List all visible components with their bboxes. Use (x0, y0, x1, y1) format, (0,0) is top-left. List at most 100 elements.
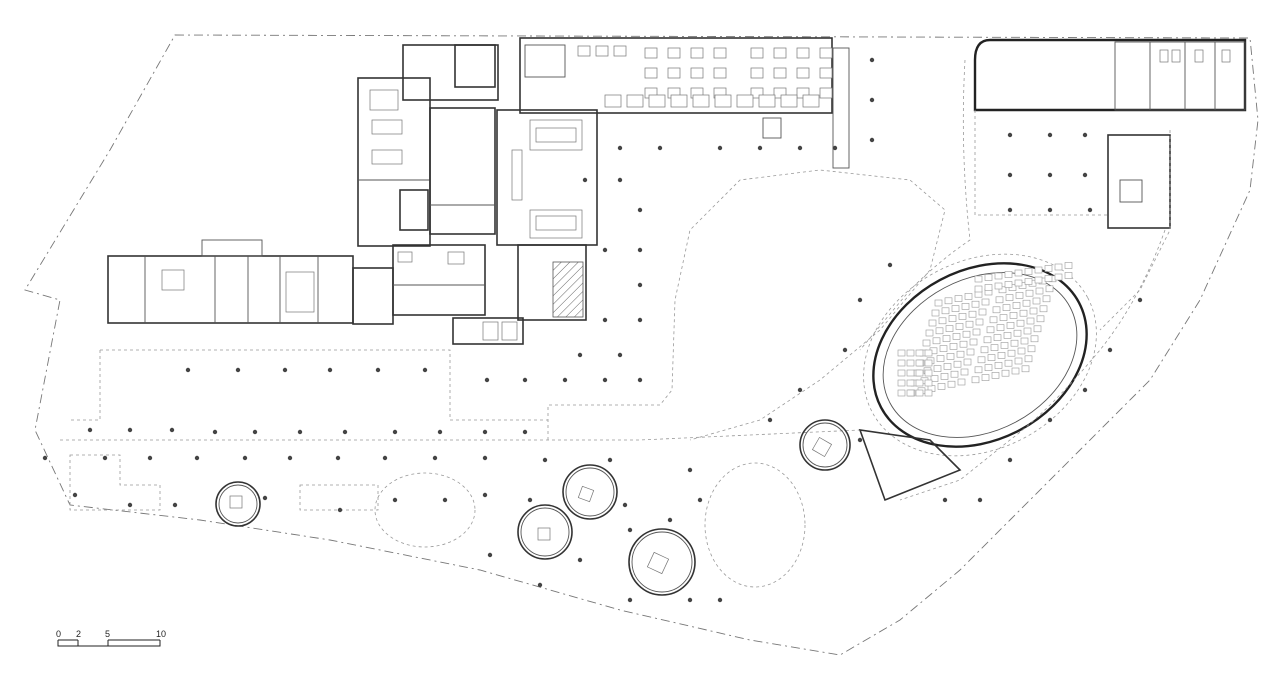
column (869, 57, 875, 63)
column (977, 497, 983, 503)
auditorium-seat (938, 317, 947, 325)
auditorium-seat (915, 369, 924, 377)
auditorium-seat (997, 352, 1006, 359)
column (1047, 207, 1053, 213)
auditorium-seat (1010, 339, 1019, 347)
auditorium-seat (931, 309, 940, 317)
auditorium-seat (1024, 278, 1033, 285)
auditorium-seat (957, 378, 966, 386)
auditorium-seat (1017, 347, 1026, 355)
column (194, 455, 200, 461)
column (687, 467, 693, 473)
dining-table (613, 45, 627, 57)
column (487, 552, 493, 558)
auditorium-seat (984, 274, 993, 281)
auditorium-seat (999, 314, 1008, 321)
auditorium-seat (944, 297, 953, 305)
auditorium-seat (963, 358, 972, 366)
auditorium-seat (956, 350, 965, 358)
auditorium-seat (922, 339, 931, 347)
column (172, 502, 178, 508)
auditorium-seat (943, 363, 952, 370)
dining-table (750, 87, 764, 99)
auditorium-seat (977, 356, 986, 364)
auditorium-seat (974, 285, 983, 293)
dining-table (819, 47, 833, 59)
auditorium-seat (958, 313, 967, 320)
auditorium-seat (984, 364, 993, 371)
auditorium-seat (1033, 325, 1042, 333)
scale-tick-2: 2 (76, 629, 81, 639)
column (1082, 132, 1088, 138)
right-service-block (973, 38, 1247, 331)
auditorium-seat (924, 349, 933, 357)
dining-table (750, 47, 764, 59)
column (342, 429, 348, 435)
booth-seat (736, 94, 754, 108)
auditorium-seat (915, 359, 924, 367)
auditorium-seat (934, 299, 943, 307)
auditorium-seat (1015, 292, 1024, 299)
column (622, 502, 628, 508)
auditorium-seat (1001, 369, 1010, 377)
column (832, 145, 838, 151)
column (337, 507, 343, 513)
column (169, 427, 175, 433)
auditorium-seat (1014, 269, 1023, 277)
column (869, 97, 875, 103)
auditorium-seat (969, 338, 978, 346)
column (582, 177, 588, 183)
auditorium-seat (983, 336, 992, 344)
auditorium-seat (936, 355, 945, 362)
auditorium-seat (966, 348, 975, 356)
auditorium-seat (1042, 295, 1051, 303)
central-lobby (452, 109, 598, 345)
booth-seat (780, 94, 798, 108)
booth-seat (714, 94, 732, 108)
column (617, 145, 623, 151)
scale-bar: 0 2 5 10 (56, 629, 166, 647)
column (687, 597, 693, 603)
auditorium-seat (994, 362, 1003, 369)
auditorium-seat (1006, 322, 1015, 329)
column (335, 455, 341, 461)
column (382, 455, 388, 461)
column (287, 455, 293, 461)
dining-table (667, 47, 681, 59)
auditorium-seat (1045, 285, 1054, 293)
auditorium-seat (981, 298, 990, 306)
column (637, 207, 643, 213)
auditorium-seat (897, 379, 906, 387)
auditorium-seat (975, 318, 984, 326)
column (375, 367, 381, 373)
auditorium-seat (1034, 266, 1043, 274)
auditorium-seat (1027, 345, 1036, 353)
column (1137, 297, 1143, 303)
auditorium-seat (1013, 329, 1022, 337)
auditorium-seat (986, 326, 995, 334)
auditorium-seat (995, 296, 1004, 304)
column (437, 429, 443, 435)
dining-table (713, 47, 727, 59)
column (542, 457, 548, 463)
dining-table (796, 67, 810, 79)
auditorium-seat (906, 389, 915, 397)
column (1007, 132, 1013, 138)
auditorium-seat (1044, 265, 1053, 272)
auditorium-seat (974, 275, 983, 283)
plaza-outline (70, 169, 946, 441)
auditorium-seat (1054, 263, 1063, 271)
upper-left-rooms (357, 44, 499, 247)
auditorium-seat (906, 369, 915, 377)
auditorium-seat (1035, 287, 1044, 295)
auditorium-seat (906, 359, 915, 367)
auditorium-seat (935, 327, 944, 335)
dining-table (644, 67, 658, 79)
auditorium-seat (1004, 359, 1013, 367)
column (212, 429, 218, 435)
auditorium-seat (1034, 276, 1043, 284)
dining-table (773, 47, 787, 59)
auditorium-seat (897, 349, 906, 357)
auditorium-seat (1005, 294, 1014, 301)
column (482, 429, 488, 435)
